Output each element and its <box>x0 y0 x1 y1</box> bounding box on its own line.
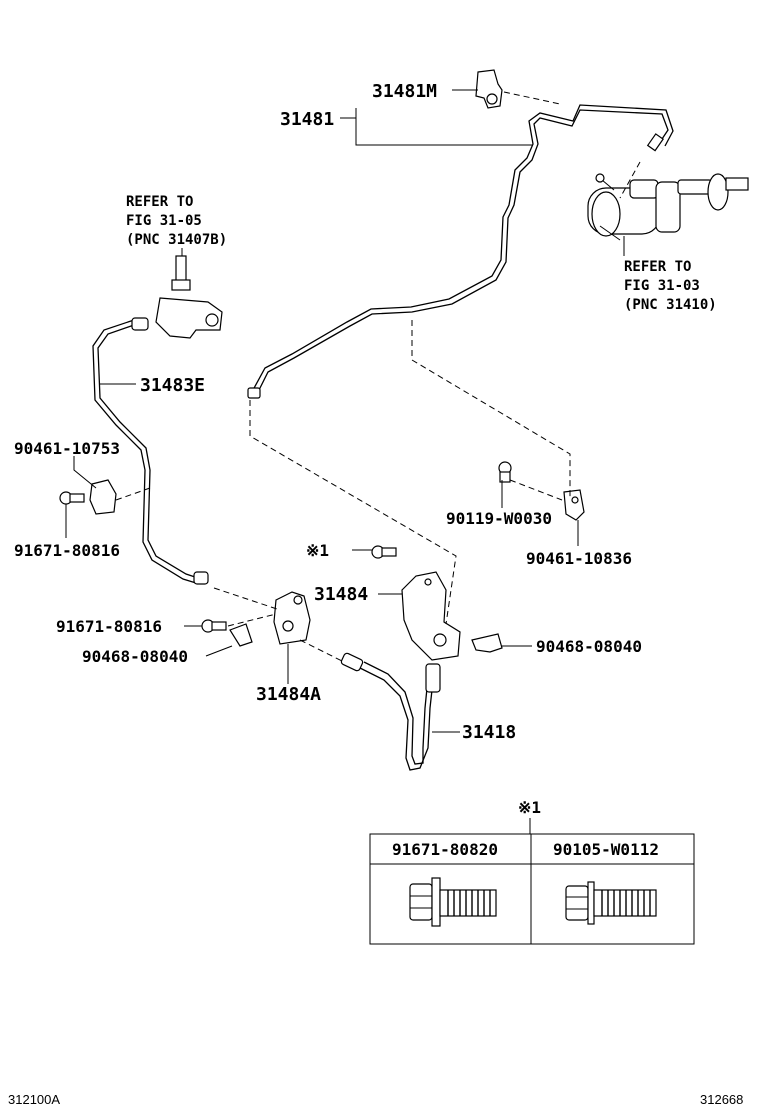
ref-left-line2: FIG 31-05 <box>126 213 202 229</box>
bolt-note-1 <box>371 545 397 559</box>
clutch-line-pipe-31483E <box>92 317 209 585</box>
label-90461-10753: 90461-10753 <box>14 439 120 458</box>
label-31484: 31484 <box>314 584 368 605</box>
bolt-91671-80816-middle <box>201 619 227 633</box>
label-31418: 31418 <box>462 722 516 743</box>
footer-right-code: 312668 <box>700 1092 743 1107</box>
note-table: ※1 91671-80820 90105-W0112 <box>369 798 695 945</box>
clip-90468-08040-right <box>471 633 503 653</box>
bracket-90461-10753 <box>59 479 117 515</box>
label-90461-10836: 90461-10836 <box>526 549 632 568</box>
ref-right-line1: REFER TO <box>624 259 691 275</box>
bolt-flange-washer-icon <box>409 877 497 927</box>
note-table-col-1: 91671-80820 <box>392 840 498 859</box>
label-31483E: 31483E <box>140 375 205 396</box>
ref-right-line2: FIG 31-03 <box>624 278 700 294</box>
label-90468-08040-right: 90468-08040 <box>536 637 642 656</box>
label-note-mark-bolt: ※1 <box>306 541 329 560</box>
label-91671-80816-left: 91671-80816 <box>14 541 120 560</box>
ref-left-line1: REFER TO <box>126 194 193 210</box>
clip-90468-08040-left <box>229 623 253 647</box>
ref-left-line3: (PNC 31407B) <box>126 232 227 248</box>
flexible-hose-31418 <box>340 652 441 771</box>
bolt-90119-W0030 <box>498 461 512 483</box>
label-31481M: 31481M <box>372 81 437 102</box>
label-31484A: 31484A <box>256 684 321 705</box>
label-90119-W0030: 90119-W0030 <box>446 509 552 528</box>
clamp-90461-10836 <box>563 489 585 521</box>
clamp-31481M <box>475 69 503 109</box>
bracket-31484A <box>273 591 311 645</box>
footer-left-code: 312100A <box>8 1092 60 1107</box>
note-table-mark: ※1 <box>518 798 541 817</box>
label-91671-80816-middle: 91671-80816 <box>56 617 162 636</box>
clutch-line-pipe-31481 <box>247 104 674 399</box>
dashed-guides <box>115 91 641 663</box>
label-90468-08040-left: 90468-08040 <box>82 647 188 666</box>
release-fitting <box>155 255 223 339</box>
master-cylinder <box>587 173 749 241</box>
ref-right-line3: (PNC 31410) <box>624 297 717 313</box>
note-table-col-2: 90105-W0112 <box>553 840 659 859</box>
bracket-31484 <box>401 571 461 661</box>
leader-lines <box>65 89 625 733</box>
label-31481: 31481 <box>280 109 334 130</box>
bolt-flange-icon <box>565 881 657 925</box>
